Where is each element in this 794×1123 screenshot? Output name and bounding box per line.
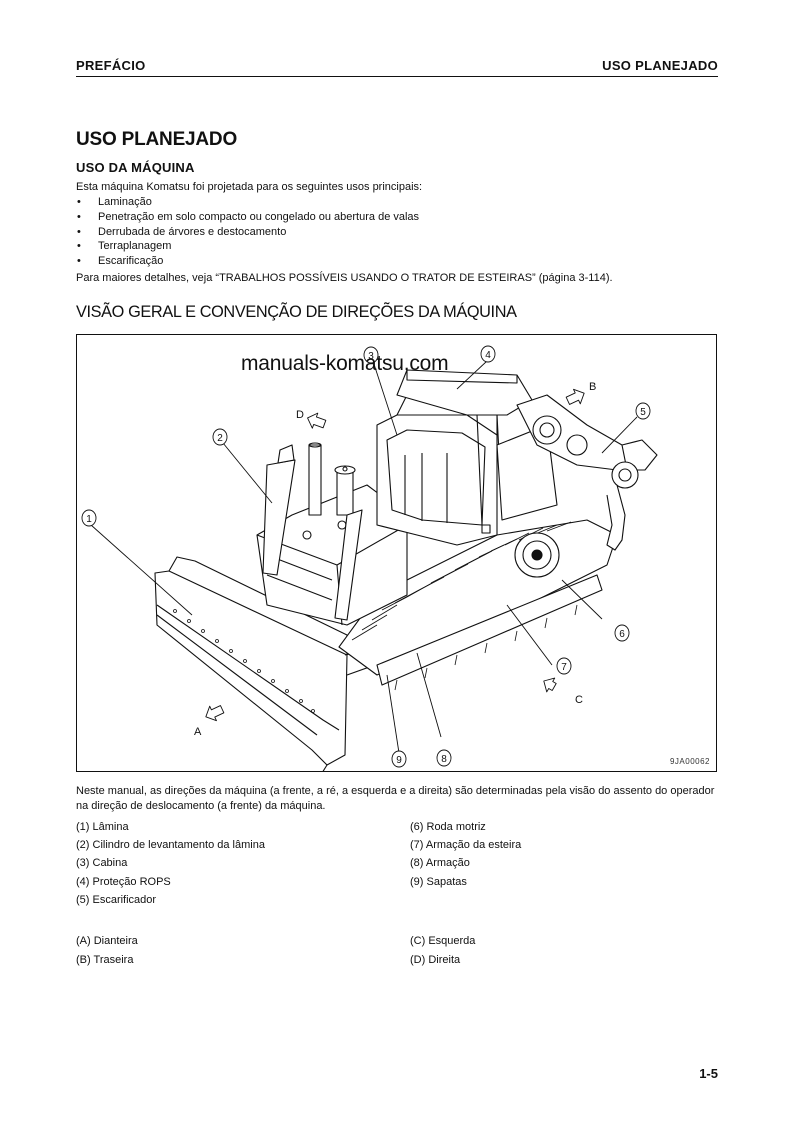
part-item: (5) Escarificador (76, 893, 157, 906)
direction-item: (C) Esquerda (410, 935, 476, 947)
bulldozer-drawing: 1 2 3 4 5 6 7 8 9 A B C D (81, 345, 658, 771)
parts-list-left: (1) Lâmina (2) Cilindro de levantamento … (76, 818, 265, 909)
bullet-icon: • (77, 240, 81, 253)
ripper-shape (516, 394, 658, 551)
svg-text:B: B (589, 381, 596, 393)
svg-text:1: 1 (86, 514, 92, 525)
directions-list-right: (C) Esquerda (D) Direita (410, 932, 475, 970)
svg-text:A: A (194, 726, 202, 738)
watermark-text: manuals-komatsu.com (241, 352, 449, 375)
subsection-title: USO DA MÁQUINA (76, 160, 195, 175)
svg-text:2: 2 (217, 433, 223, 444)
bulldozer-figure: 1 2 3 4 5 6 7 8 9 A B C D manuals-komats… (76, 334, 717, 772)
svg-text:5: 5 (640, 407, 646, 418)
svg-text:C: C (575, 694, 583, 706)
svg-text:4: 4 (485, 350, 491, 361)
list-item: •Terraplanagem (77, 240, 172, 253)
svg-text:D: D (296, 409, 304, 421)
part-item: (4) Proteção ROPS (76, 875, 171, 888)
callout-circles (81, 345, 651, 768)
uses-list: •Laminação •Penetração em solo compacto … (76, 195, 419, 269)
bullet-icon: • (77, 196, 81, 208)
callout-numbers: 1 2 3 4 5 6 7 8 9 (86, 350, 646, 766)
svg-text:3: 3 (368, 351, 374, 362)
overview-title: VISÃO GERAL E CONVENÇÃO DE DIREÇÕES DA M… (76, 302, 517, 321)
figure-code: 9JA00062 (669, 757, 710, 766)
direction-item: (A) Dianteira (76, 935, 138, 947)
part-item: (3) Cabina (76, 857, 128, 870)
running-header-topic: USO PLANEJADO (602, 58, 718, 73)
parts-list-right: (6) Roda motriz (7) Armação da esteira (… (410, 818, 521, 891)
svg-text:9: 9 (396, 755, 402, 766)
lift-cylinder-shape (262, 444, 363, 621)
blade-shape (154, 556, 348, 771)
intro-paragraph: Esta máquina Komatsu foi projetada para … (76, 181, 423, 193)
list-item: •Laminação (77, 196, 152, 208)
part-item: (6) Roda motriz (410, 821, 486, 833)
direction-item: (B) Traseira (76, 954, 134, 966)
part-item: (8) Armação (410, 857, 470, 870)
list-item: •Penetração em solo compacto ou congelad… (77, 210, 420, 223)
svg-text:6: 6 (619, 629, 625, 640)
part-item: (7) Armação da esteira (410, 839, 522, 852)
direction-letters: A B C D (194, 381, 596, 738)
part-item: (1) Lâmina (76, 821, 129, 833)
bullet-icon: • (77, 225, 81, 238)
bullet-icon: • (77, 210, 81, 223)
section-title: USO PLANEJADO (76, 129, 238, 150)
directions-description: Neste manual, as direções da máquina (a … (76, 785, 715, 812)
svg-text:7: 7 (561, 662, 567, 673)
part-item: (9) Sapatas (410, 875, 467, 888)
svg-text:8: 8 (441, 754, 447, 765)
running-header-section: PREFÁCIO (76, 58, 146, 73)
list-item: •Escarificação (77, 255, 164, 268)
cross-reference: Para maiores detalhes, veja “TRABALHOS P… (76, 272, 613, 284)
callout-leaders (90, 360, 638, 754)
direction-arrows (205, 388, 585, 722)
list-item: •Derrubada de árvores e destocamento (77, 225, 287, 238)
header-rule (76, 76, 718, 77)
directions-list-left: (A) Dianteira (B) Traseira (76, 932, 138, 970)
direction-item: (D) Direita (410, 954, 461, 966)
page-number: 1-5 (699, 1066, 718, 1081)
bullet-icon: • (77, 255, 81, 268)
part-item: (2) Cilindro de levantamento da lâmina (76, 839, 265, 852)
